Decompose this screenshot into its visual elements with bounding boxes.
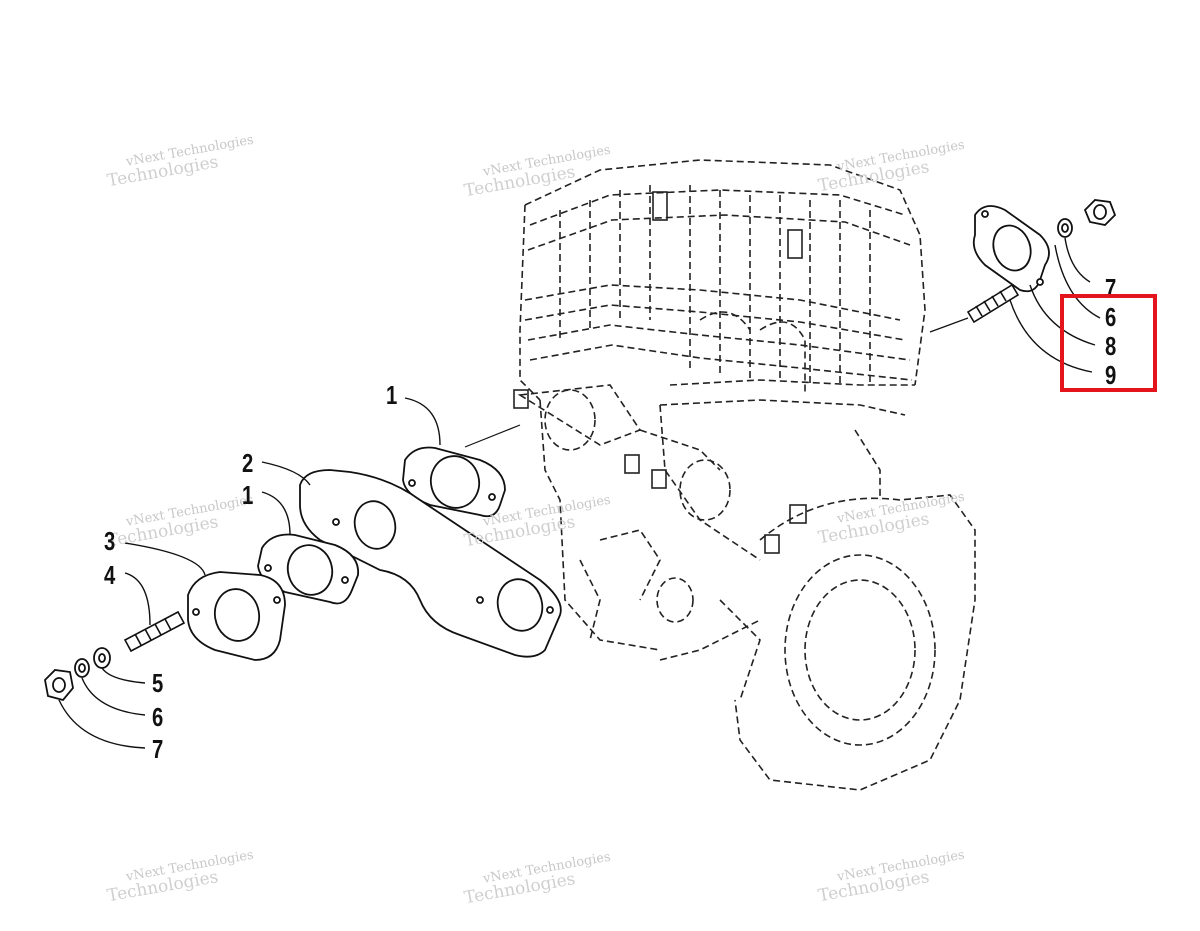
left-flange <box>187 571 286 661</box>
left-washer-outer <box>93 647 111 669</box>
left-leader-lines <box>58 397 441 749</box>
studs-on-block <box>513 191 807 554</box>
highlight-box <box>1060 294 1157 392</box>
right-stud <box>966 283 1020 324</box>
callout-6-right: 6 <box>1105 302 1117 332</box>
left-gasket-top <box>402 446 506 518</box>
callout-6-left: 6 <box>152 702 164 732</box>
engine-block-outline <box>517 159 976 791</box>
callout-1-upper: 1 <box>386 380 398 410</box>
left-axis-line <box>464 424 521 448</box>
callout-3: 3 <box>104 526 116 556</box>
left-gasket-mid <box>257 533 359 605</box>
callout-9-right: 9 <box>1105 360 1117 390</box>
right-axis-line <box>929 317 969 333</box>
left-stud <box>123 610 186 653</box>
right-leader-lines <box>1009 237 1101 373</box>
callout-2: 2 <box>242 448 254 478</box>
callout-5: 5 <box>152 668 164 698</box>
callout-7-left: 7 <box>152 734 164 764</box>
left-washer-inner <box>74 658 90 678</box>
manifold-plate <box>299 469 562 658</box>
right-washer <box>1057 218 1073 238</box>
callout-4: 4 <box>104 560 116 590</box>
right-nut <box>1083 199 1117 226</box>
left-nut <box>44 669 74 702</box>
callout-8-right: 8 <box>1105 331 1117 361</box>
callout-1-lower: 1 <box>242 480 254 510</box>
callout-7-right: 7 <box>1105 273 1117 303</box>
right-exhaust-gasket <box>972 205 1050 293</box>
